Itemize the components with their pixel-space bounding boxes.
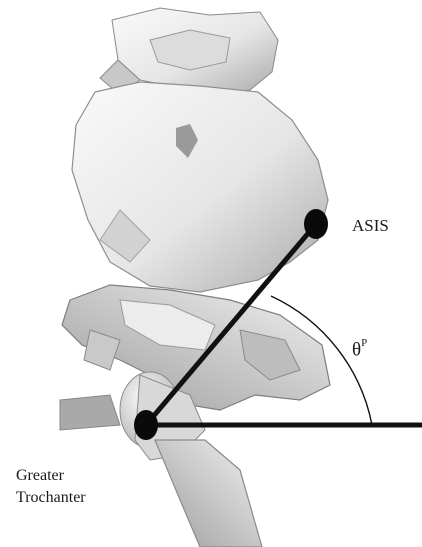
greater-trochanter-marker (134, 410, 158, 440)
asis-marker (304, 209, 328, 239)
angle-label: θP (352, 339, 367, 361)
iliac-wing (72, 82, 328, 292)
theta-superscript: P (361, 337, 367, 349)
asis-label: ASIS (352, 216, 389, 236)
theta-symbol: θ (352, 339, 361, 360)
greater-trochanter-label-line1: Greater (16, 465, 86, 487)
spine-segment (100, 8, 278, 95)
greater-trochanter-label-line2: Trochanter (16, 487, 86, 509)
greater-trochanter-label: Greater Trochanter (16, 465, 86, 509)
